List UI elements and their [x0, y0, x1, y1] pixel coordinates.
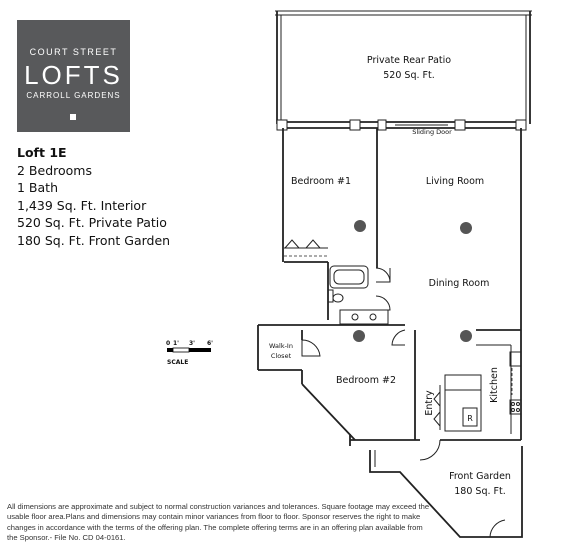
patio-label: Private Rear Patio	[367, 55, 451, 66]
scale-segment	[189, 348, 211, 352]
kitchen-counters	[444, 329, 522, 434]
bedroom1-closet	[284, 239, 328, 257]
sliding-door-label: Sliding Door	[412, 128, 452, 136]
unit-baths: 1 Bath	[17, 180, 58, 195]
unit-patio-area: 520 Sq. Ft. Private Patio	[17, 215, 167, 230]
unit-interior-area: 1,439 Sq. Ft. Interior	[17, 197, 147, 213]
unit-bedrooms: 2 Bedrooms	[17, 162, 92, 178]
brand-logo: COURT STREET LOFTS CARROLL GARDENS	[17, 20, 130, 132]
column-marker	[354, 220, 366, 232]
garden-label: Front Garden	[449, 471, 511, 482]
dining-room-label: Dining Room	[429, 278, 490, 289]
scale-tick-6: 6'	[207, 340, 213, 347]
entry-area	[419, 385, 441, 461]
entry-label: Entry	[424, 390, 435, 416]
bathroom	[327, 265, 391, 325]
scale-tick-0: 0	[166, 340, 170, 347]
patio-area	[275, 10, 532, 124]
scale-tick-3: 3'	[189, 340, 195, 347]
walkin-closet-door	[301, 339, 321, 357]
logo-square-icon	[70, 114, 76, 120]
column-marker	[460, 222, 472, 234]
walkin-closet-label-2: Closet	[271, 352, 292, 360]
logo-line-court-street: COURT STREET	[29, 47, 118, 57]
logo-line-carroll-gardens: CARROLL GARDENS	[26, 91, 121, 100]
bedroom1-label: Bedroom #1	[291, 176, 351, 187]
patio-area-label: 520 Sq. Ft.	[383, 70, 434, 81]
unit-info: Loft 1E 2 Bedrooms 1 Bath 1,439 Sq. Ft. …	[17, 144, 170, 249]
column-marker	[460, 330, 472, 342]
scale-segment	[167, 348, 173, 352]
unit-garden-area: 180 Sq. Ft. Front Garden	[17, 232, 171, 248]
scale-tick-1: 1'	[173, 340, 179, 347]
bedroom2-label: Bedroom #2	[336, 375, 396, 386]
column-marker	[353, 330, 365, 342]
living-room-label: Living Room	[426, 176, 484, 187]
outer-walls	[257, 128, 522, 446]
bedroom2-door	[391, 329, 406, 346]
kitchen-label: Kitchen	[489, 367, 500, 403]
scale-label: SCALE	[167, 359, 188, 366]
garden-area-label: 180 Sq. Ft.	[454, 486, 505, 497]
rear-wall	[276, 119, 527, 131]
unit-title: Loft 1E	[17, 145, 67, 160]
scale-bar: 0 1' 3' 6' SCALE	[166, 340, 213, 366]
disclaimer-text: All dimensions are approximate and subje…	[7, 502, 430, 542]
walkin-closet-label-1: Walk-In	[269, 342, 293, 350]
logo-line-lofts: LOFTS	[24, 60, 123, 90]
fridge-label: R	[467, 414, 473, 423]
front-garden	[369, 446, 523, 538]
